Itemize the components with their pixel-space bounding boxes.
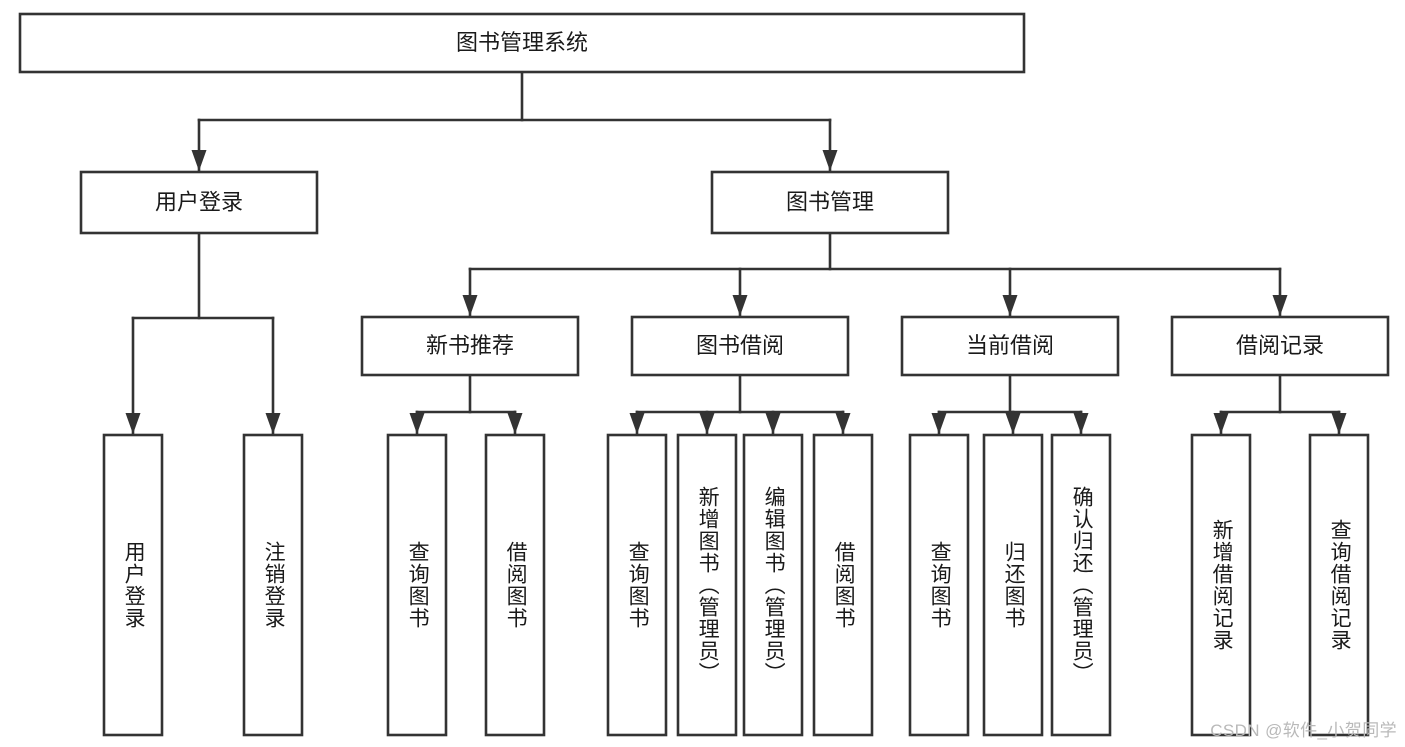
node-label-new-book-recommend: 新书推荐 (426, 333, 514, 358)
node-box-book-borrow[interactable] (630, 315, 850, 377)
arrow-leaf-borrow-book (835, 413, 851, 434)
node-box-leaf-user-login[interactable] (102, 433, 164, 737)
nodes-layer (18, 12, 1390, 737)
arrow-leaf-user-login (125, 413, 141, 434)
node-box-leaf-borrow-book-rec[interactable] (484, 433, 546, 737)
arrow-leaf-query-book-rec (409, 413, 425, 434)
node-label-root: 图书管理系统 (456, 30, 588, 55)
node-label-user-login: 用户登录 (155, 189, 243, 214)
arrow-leaf-query-borrow-record (1331, 413, 1347, 434)
node-box-root[interactable] (18, 12, 1026, 74)
node-box-leaf-query-borrow-record[interactable] (1308, 433, 1370, 737)
node-label-current-borrow: 当前借阅 (966, 333, 1054, 358)
node-box-leaf-borrow-book[interactable] (812, 433, 874, 737)
node-box-new-book-recommend[interactable] (360, 315, 580, 377)
connectors-layer (125, 70, 1347, 436)
node-box-leaf-return-book[interactable] (982, 433, 1044, 737)
arrow-leaf-add-borrow-record (1213, 413, 1229, 434)
arrow-user-login (191, 150, 207, 171)
arrow-book-borrow (732, 295, 748, 316)
arrow-leaf-add-book-admin (699, 413, 715, 434)
node-box-leaf-query-book-borrow[interactable] (606, 433, 668, 737)
node-box-user-login[interactable] (79, 170, 319, 235)
arrow-current-borrow (1002, 295, 1018, 316)
node-box-leaf-query-book-rec[interactable] (386, 433, 448, 737)
node-box-borrow-record[interactable] (1170, 315, 1390, 377)
node-box-leaf-confirm-return-admin[interactable] (1050, 433, 1112, 737)
arrow-leaf-query-book-cur (931, 413, 947, 434)
arrow-leaf-edit-book-admin (765, 413, 781, 434)
arrow-book-management (822, 150, 838, 171)
node-label-book-borrow: 图书借阅 (696, 333, 784, 358)
node-box-leaf-query-book-cur[interactable] (908, 433, 970, 737)
node-box-leaf-logout[interactable] (242, 433, 304, 737)
arrow-leaf-borrow-book-rec (507, 413, 523, 434)
node-box-leaf-add-book-admin[interactable] (676, 433, 738, 737)
arrow-leaf-query-book-borrow (629, 413, 645, 434)
node-label-borrow-record: 借阅记录 (1236, 333, 1324, 358)
arrow-borrow-record (1272, 295, 1288, 316)
arrow-leaf-return-book (1005, 413, 1021, 434)
node-box-leaf-edit-book-admin[interactable] (742, 433, 804, 737)
node-box-book-management[interactable] (710, 170, 950, 235)
node-label-book-management: 图书管理 (786, 189, 874, 214)
arrow-leaf-logout (265, 413, 281, 434)
arrow-new-book-recommend (462, 295, 478, 316)
node-box-leaf-add-borrow-record[interactable] (1190, 433, 1252, 737)
node-box-current-borrow[interactable] (900, 315, 1120, 377)
arrow-leaf-confirm-return-admin (1073, 413, 1089, 434)
csdn-watermark: CSDN @软件_小贺同学 (1210, 721, 1397, 740)
